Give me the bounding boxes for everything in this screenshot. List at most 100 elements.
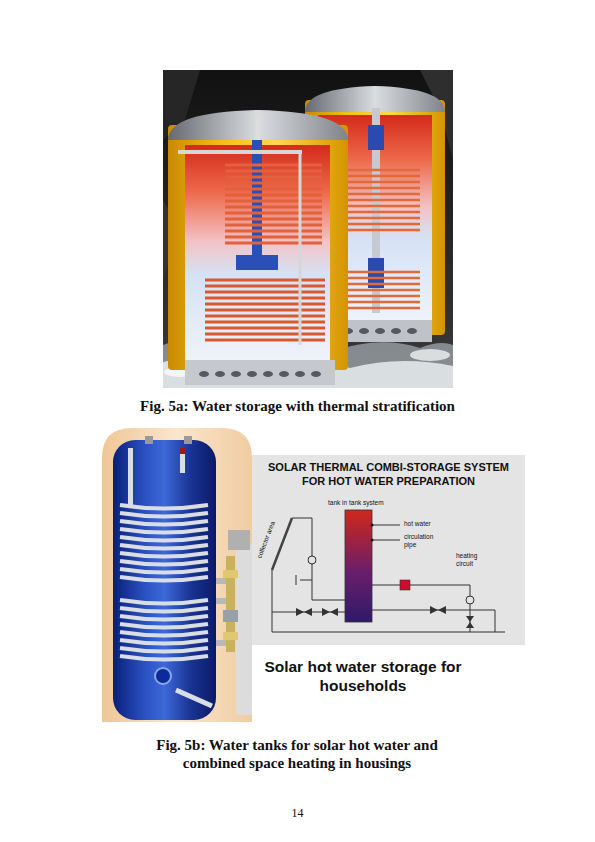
drawing-part bbox=[225, 176, 322, 179]
drawing-part bbox=[199, 371, 321, 377]
drawing-part bbox=[272, 612, 273, 632]
drawing-part bbox=[345, 510, 372, 622]
drawing-part bbox=[228, 530, 250, 550]
drawing-part bbox=[205, 309, 325, 312]
figure-caption: Fig. 5b: Water tanks for solar hot water… bbox=[142, 736, 452, 772]
part-label: heating circuit bbox=[456, 552, 490, 568]
drawing-part bbox=[120, 640, 208, 644]
drawing-part bbox=[215, 371, 225, 377]
drawing-part bbox=[375, 328, 385, 334]
title-panel: SOLAR THERMAL COMBI-STORAGE SYSTEM FOR H… bbox=[252, 455, 525, 645]
drawing-part bbox=[231, 371, 241, 377]
drawing-part bbox=[345, 211, 420, 214]
drawing-part bbox=[120, 561, 208, 565]
drawing-part bbox=[279, 371, 289, 377]
drawing-part bbox=[120, 505, 208, 509]
drawing-part bbox=[330, 608, 338, 616]
drawing-part bbox=[345, 199, 420, 202]
panel-title: SOLAR THERMAL COMBI-STORAGE SYSTEM FOR H… bbox=[257, 461, 520, 489]
drawing-part bbox=[247, 371, 257, 377]
drawing-part bbox=[372, 540, 400, 541]
drawing-part bbox=[205, 321, 325, 324]
drawing-part bbox=[225, 194, 322, 197]
drawing-part bbox=[180, 448, 185, 454]
drawing-part bbox=[368, 125, 384, 150]
drawing-part bbox=[199, 371, 209, 377]
drawing-part bbox=[120, 553, 208, 557]
drawing-part bbox=[495, 610, 496, 632]
drawing-part bbox=[225, 236, 322, 239]
drawing-part bbox=[205, 285, 325, 288]
drawing-part bbox=[400, 580, 410, 590]
drawing-part bbox=[225, 230, 322, 233]
part-label: hot water bbox=[404, 520, 444, 528]
drawing-part bbox=[120, 616, 208, 620]
drawing-part bbox=[345, 187, 420, 190]
drawing-part bbox=[120, 537, 208, 541]
drawing-part bbox=[120, 624, 208, 628]
drawing-part bbox=[120, 505, 208, 660]
drawing-part bbox=[205, 339, 325, 342]
drawing-part bbox=[184, 436, 192, 444]
drawing-part bbox=[225, 170, 322, 173]
drawing-part bbox=[466, 616, 474, 622]
figure-caption: Fig. 5a: Water storage with thermal stra… bbox=[0, 397, 595, 415]
drawing-part bbox=[225, 218, 322, 221]
drawing-part bbox=[225, 242, 322, 245]
drawing-part bbox=[296, 575, 297, 585]
drawing-part bbox=[120, 545, 208, 549]
drawing-part bbox=[205, 291, 325, 294]
drawing-part bbox=[205, 333, 325, 336]
drawing-part bbox=[345, 205, 420, 208]
drawing-part bbox=[272, 518, 505, 632]
drawing-part bbox=[296, 606, 474, 628]
drawing-part bbox=[345, 169, 420, 172]
drawing-part bbox=[312, 600, 345, 601]
drawing-part bbox=[205, 315, 325, 318]
drawing-part bbox=[296, 608, 304, 616]
page-number: 14 bbox=[0, 806, 595, 820]
drawing-part bbox=[225, 164, 322, 167]
drawing-part bbox=[410, 349, 450, 361]
drawing-part bbox=[308, 556, 316, 564]
drawing-part bbox=[372, 525, 400, 526]
drawing-part bbox=[128, 448, 133, 508]
combi-storage-schematic bbox=[252, 455, 525, 645]
drawing-part bbox=[466, 596, 474, 604]
drawing-part bbox=[178, 150, 302, 154]
drawing-part bbox=[272, 570, 273, 612]
drawing-part bbox=[225, 200, 322, 203]
drawing-part bbox=[345, 217, 420, 220]
household-tank bbox=[102, 428, 252, 722]
drawing-part bbox=[155, 668, 171, 684]
drawing-part bbox=[345, 193, 420, 196]
drawing-part bbox=[223, 610, 238, 622]
drawing-part bbox=[359, 328, 369, 334]
drawing-part bbox=[225, 212, 322, 215]
drawing-part bbox=[113, 440, 216, 720]
drawing-part bbox=[345, 307, 420, 310]
drawing-part bbox=[300, 580, 312, 581]
drawing-part bbox=[225, 224, 322, 227]
drawing-part bbox=[205, 303, 325, 306]
drawing-part bbox=[120, 632, 208, 636]
drawing-part bbox=[311, 371, 321, 377]
drawing-part bbox=[345, 170, 420, 308]
drawing-part bbox=[255, 118, 260, 140]
drawing-part bbox=[225, 182, 322, 185]
drawing-part bbox=[345, 283, 420, 286]
drawing-part bbox=[120, 648, 208, 652]
drawing-part bbox=[236, 545, 252, 715]
drawing-part bbox=[205, 279, 325, 282]
drawing-part bbox=[120, 569, 208, 573]
drawing-part bbox=[163, 70, 453, 388]
drawing-part bbox=[345, 223, 420, 226]
tank-photo bbox=[163, 70, 453, 388]
drawing-part bbox=[185, 360, 335, 385]
drawing-part bbox=[371, 524, 374, 527]
drawing-part bbox=[236, 255, 278, 270]
drawing-part bbox=[120, 600, 208, 604]
drawing-part bbox=[345, 295, 420, 298]
drawing-part bbox=[252, 455, 525, 645]
